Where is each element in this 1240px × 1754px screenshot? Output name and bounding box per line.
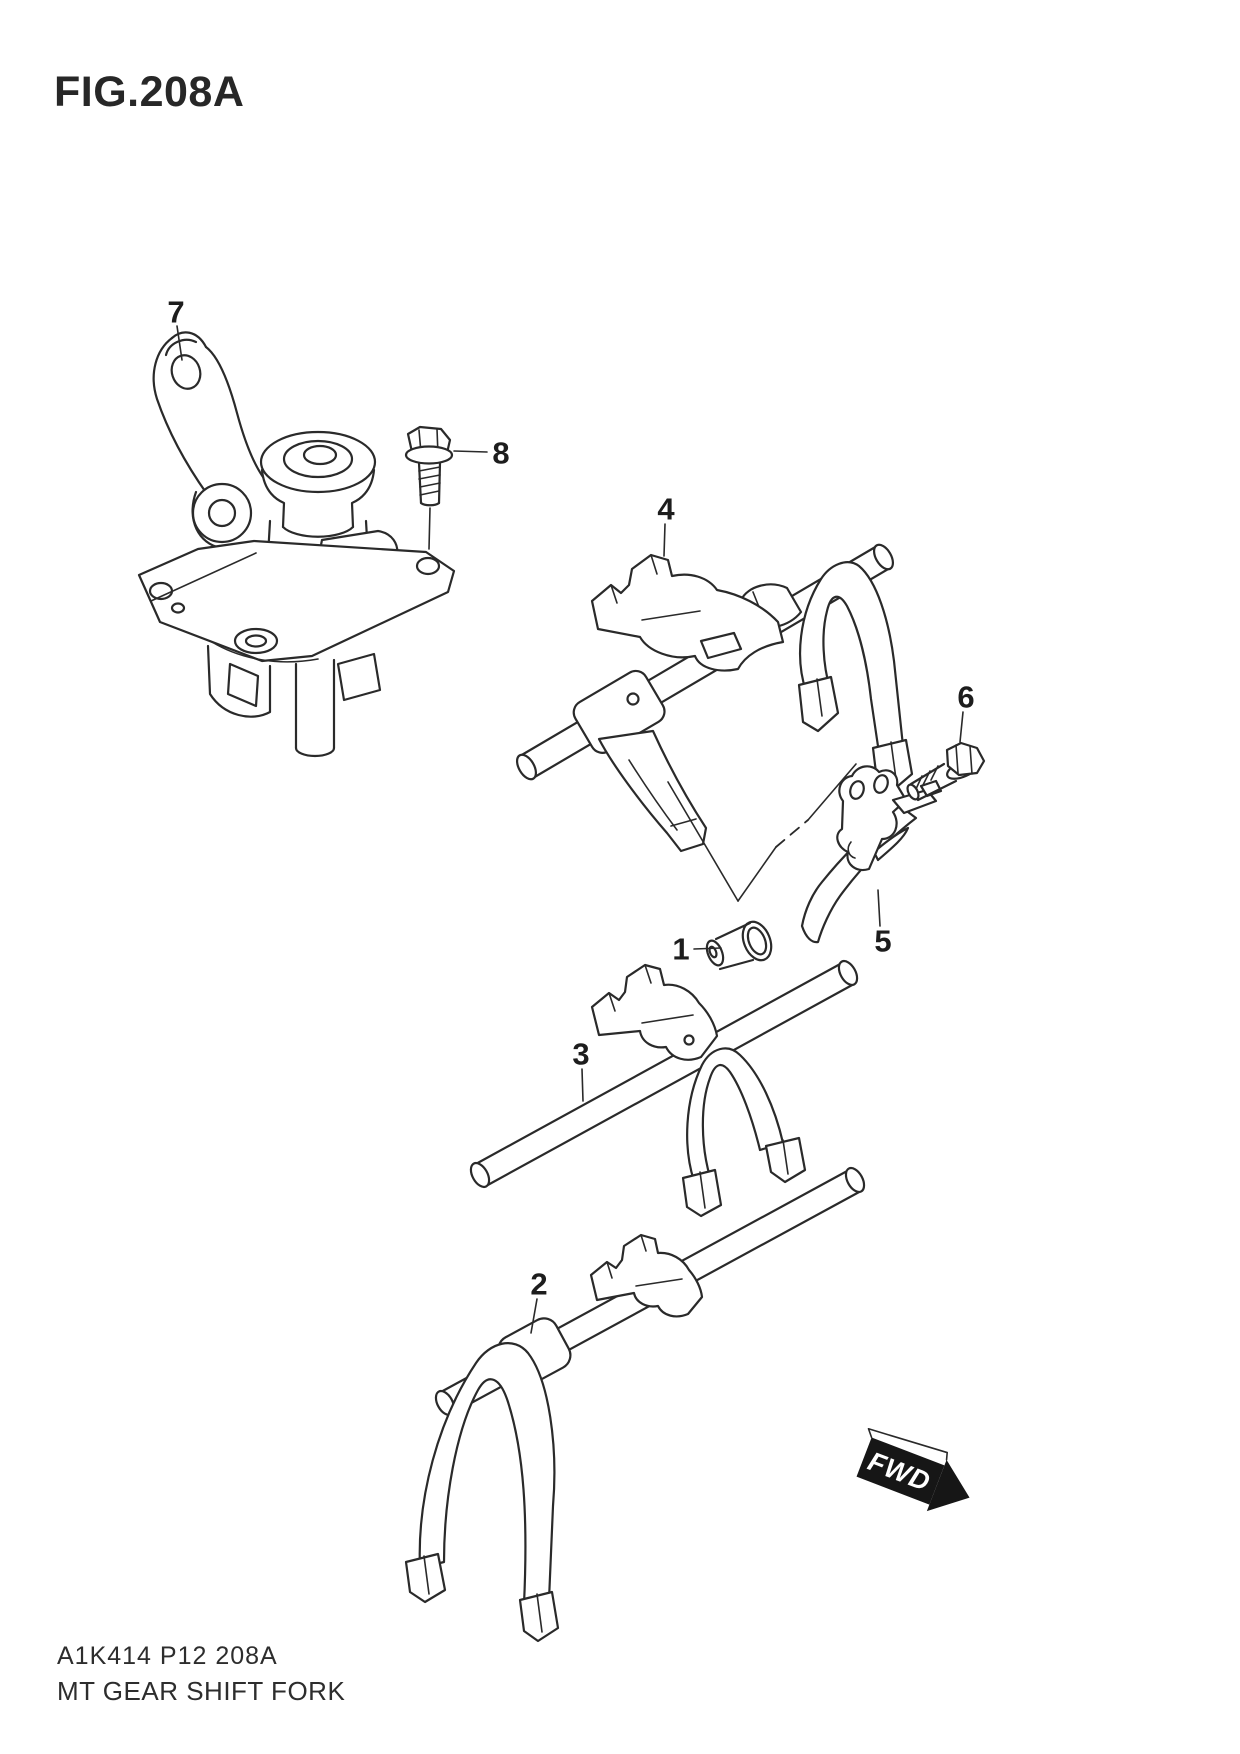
part-leader-line-7 [176,325,183,361]
part-leader-line-4 [663,523,666,557]
part-callout-7: 7 [167,295,184,330]
part-callout-4: 4 [657,492,675,527]
part-leader-line-1 [693,947,722,950]
part-1-bushing-drawing [705,920,773,971]
part-callout-2: 2 [530,1267,547,1302]
part-callout-5: 5 [874,924,891,959]
part-leader-line-3 [581,1068,584,1102]
catalog-code: A1K414 P12 208A [57,1642,278,1670]
page-footer: A1K414 P12 208A MT GEAR SHIFT FORK [57,1640,345,1709]
part-callout-1: 1 [672,932,689,967]
figure-name: MT GEAR SHIFT FORK [57,1675,346,1706]
part-2-fork-shaft-assembly-drawing [404,1166,866,1643]
part-4-fork-shaft-assembly-drawing [515,543,914,853]
part-3-fork-shaft-assembly-drawing [469,959,859,1218]
page-title: FIG.208A [54,68,245,116]
part-leader-line-6 [959,711,964,743]
part-leader-line-5 [877,889,881,927]
part-callout-8: 8 [492,436,509,471]
part-leader-line-2 [530,1298,538,1334]
fwd-direction-arrow: FWD [856,1427,970,1512]
part-leader-line-8 [453,450,488,453]
part-5-shift-bracket-drawing [800,765,943,944]
part-callouts: 7 8 4 6 5 1 3 2 [167,295,975,1334]
part-7-shift-control-assembly-drawing [137,331,456,758]
part-callout-3: 3 [572,1037,589,1072]
part-8-bolt-drawing [404,425,454,550]
part-callout-6: 6 [957,680,974,715]
part-6-bolt-drawing [906,741,986,802]
